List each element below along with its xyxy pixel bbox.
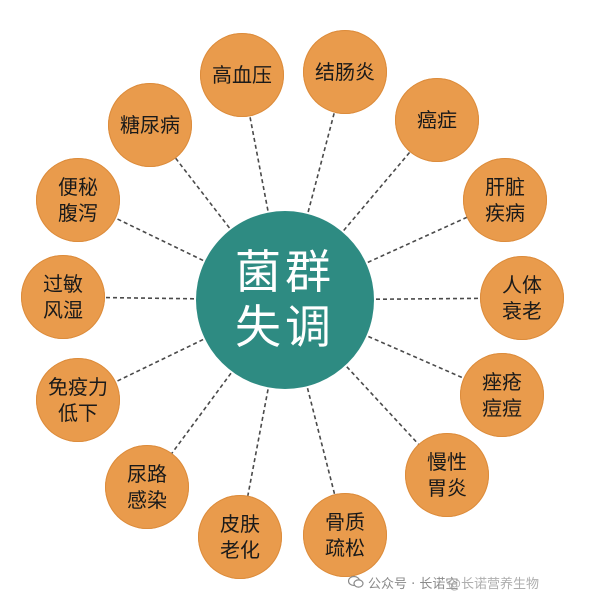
hub-label-line-2: 失调 bbox=[235, 300, 335, 354]
node-cancer: 癌症 bbox=[395, 78, 479, 162]
node-hypertension: 高血压 bbox=[200, 33, 284, 117]
node-acne: 痤疮 痘痘 bbox=[460, 353, 544, 437]
node-label: 免疫力 bbox=[48, 375, 108, 399]
node-label: 高血压 bbox=[212, 63, 272, 87]
link-skin-aging bbox=[239, 299, 286, 538]
node-label: 胃炎 bbox=[427, 476, 467, 500]
wechat-icon bbox=[348, 575, 364, 588]
watermark: 公众号 · 长诺空 @长诺营养生物 bbox=[348, 572, 539, 592]
node-label: 骨质 bbox=[325, 510, 365, 534]
node-label: 低下 bbox=[58, 401, 98, 425]
node-label: 皮肤 bbox=[220, 512, 260, 536]
node-label: 糖尿病 bbox=[120, 113, 180, 137]
hub-label-line-1: 菌群 bbox=[235, 244, 335, 299]
node-liver-disease: 肝脏 疾病 bbox=[463, 158, 547, 242]
hub-dysbiosis: 菌群 失调 bbox=[196, 211, 374, 389]
node-label: 慢性 bbox=[427, 450, 467, 474]
node-label: 痘痘 bbox=[482, 396, 522, 420]
node-label: 疏松 bbox=[325, 536, 365, 560]
node-label: 衰老 bbox=[502, 299, 542, 323]
node-label: 结肠炎 bbox=[315, 60, 375, 84]
node-allergy-rheumatism: 过敏 风湿 bbox=[21, 255, 105, 339]
node-label: 疾病 bbox=[485, 201, 525, 225]
node-colitis: 结肠炎 bbox=[303, 30, 387, 114]
watermark-text: 公众号 · 长诺空 bbox=[368, 576, 459, 592]
node-label: 感染 bbox=[127, 488, 167, 512]
node-label: 过敏 bbox=[43, 272, 83, 296]
node-skin-aging: 皮肤 老化 bbox=[198, 495, 282, 579]
link-osteoporosis bbox=[284, 299, 346, 536]
watermark-text-overlay: @长诺营养生物 bbox=[448, 577, 540, 592]
node-osteoporosis: 骨质 疏松 bbox=[303, 493, 387, 577]
node-label: 肝脏 bbox=[485, 175, 525, 199]
node-label: 人体 bbox=[502, 273, 542, 297]
node-uti: 尿路 感染 bbox=[105, 445, 189, 529]
node-label: 腹泻 bbox=[58, 201, 98, 225]
node-label: 痤疮 bbox=[482, 370, 522, 394]
node-aging: 人体 衰老 bbox=[480, 256, 564, 340]
node-label: 便秘 bbox=[58, 175, 98, 199]
node-label: 尿路 bbox=[127, 462, 167, 486]
node-gastritis: 慢性 胃炎 bbox=[405, 433, 489, 517]
node-label: 风湿 bbox=[43, 298, 83, 322]
node-diabetes: 糖尿病 bbox=[108, 83, 192, 167]
node-constipation-diarrhea: 便秘 腹泻 bbox=[36, 158, 120, 242]
node-label: 老化 bbox=[220, 538, 260, 562]
node-label: 癌症 bbox=[417, 108, 457, 132]
node-low-immunity: 免疫力 低下 bbox=[36, 358, 120, 442]
link-liver-disease bbox=[284, 199, 506, 301]
